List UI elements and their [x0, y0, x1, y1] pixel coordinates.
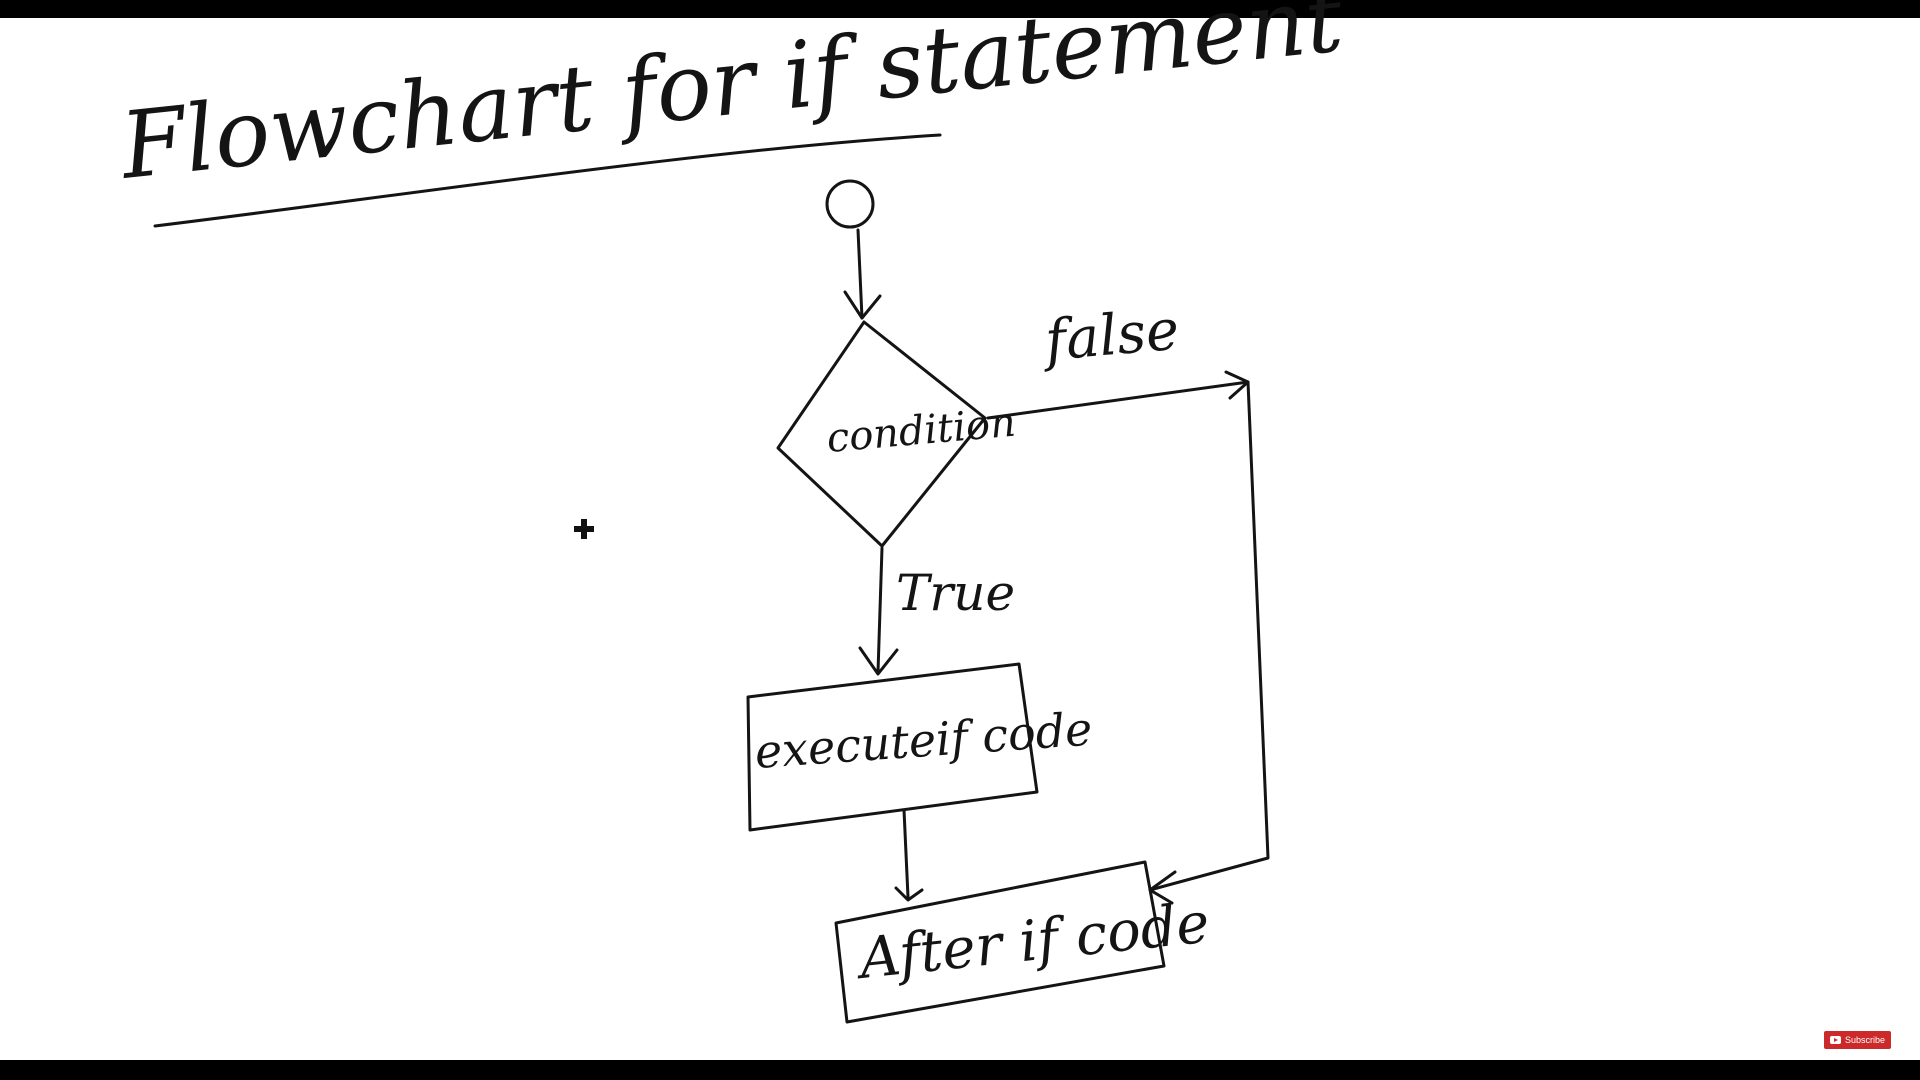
edge-start-to-condition-arrowhead: [843, 290, 882, 320]
true-label: True: [896, 564, 1015, 622]
condition-label: condition: [825, 400, 1018, 462]
after-code-node: [834, 860, 1166, 1024]
diagram-title: Flowchart for if statement: [114, 0, 1348, 200]
whiteboard: [0, 18, 1920, 1060]
if-code-node: [746, 662, 1039, 832]
if-code-label: executeif code: [753, 702, 1094, 779]
edge-if-to-after-arrowhead: [894, 886, 924, 902]
edge-if-to-after: [902, 808, 910, 899]
edge-true: [876, 546, 884, 674]
cursor-icon: [574, 519, 594, 539]
edge-start-to-condition: [856, 228, 864, 320]
subscribe-button[interactable]: Subscribe: [1824, 1031, 1891, 1049]
false-label: false: [1039, 298, 1182, 375]
edge-false: [986, 380, 1270, 892]
edge-false-arrowhead-top: [1224, 370, 1250, 400]
after-code-label: After if code: [852, 891, 1213, 993]
start-node: [825, 179, 875, 229]
edge-true-arrowhead: [858, 646, 899, 676]
play-icon: [1829, 1036, 1841, 1044]
subscribe-label: Subscribe: [1844, 1035, 1886, 1045]
title-underline: [153, 133, 942, 228]
condition-node: [776, 320, 987, 548]
